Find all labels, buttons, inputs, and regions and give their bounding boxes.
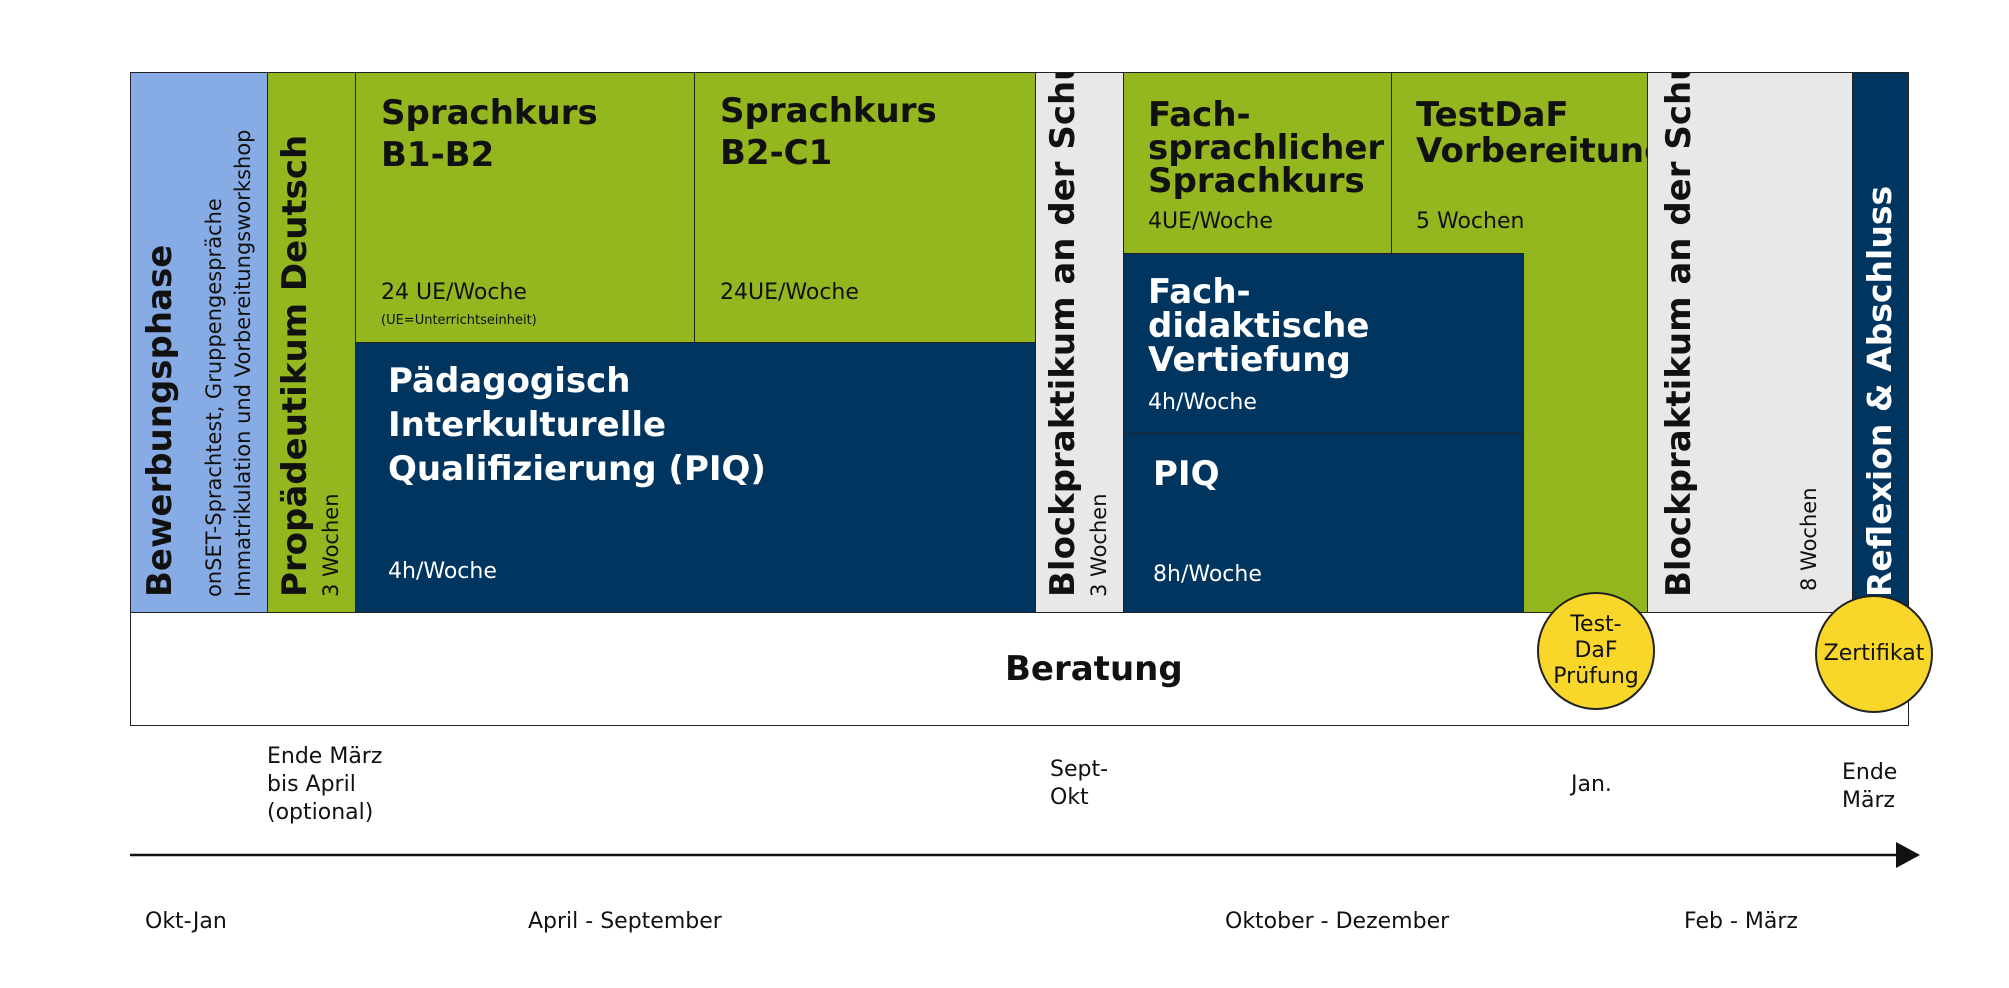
fachdidaktische-block: Fach- didaktische Vertiefung 4h/Woche — [1123, 253, 1524, 435]
sprachkurs-b1-title-line1: Sprachkurs — [381, 93, 598, 133]
fachdidaktische-line3: Vertiefung — [1148, 340, 1351, 380]
period-okt-jan: Okt-Jan — [145, 909, 227, 934]
blockpraktikum2-duration: 8 Wochen — [1797, 487, 1821, 591]
sprachkurs-b1-b2-block: Sprachkurs B1-B2 24 UE/Woche (UE=Unterri… — [355, 72, 696, 344]
timeline-point-ende-maerz2: Ende März — [1842, 760, 1898, 813]
bewerbungsphase-title: Bewerbungsphase — [140, 244, 180, 597]
bewerbungsphase-block: Bewerbungsphase onSET-Sprachtest, Gruppe… — [130, 72, 269, 613]
fachsprachlicher-line2: sprachlicher — [1148, 128, 1385, 168]
sprachkurs-b1-note: (UE=Unterrichtseinheit) — [381, 313, 537, 328]
sprachkurs-b2-title-line1: Sprachkurs — [720, 91, 937, 131]
sprachkurs-b1-title-line2: B1-B2 — [381, 135, 495, 175]
sprachkurs-b2-c1-block: Sprachkurs B2-C1 24UE/Woche — [694, 72, 1037, 344]
testdaf-pruefung-line1: Test- — [1570, 612, 1622, 637]
fachdidaktische-line1: Fach- — [1148, 272, 1251, 312]
sprachkurs-b2-hours: 24UE/Woche — [720, 280, 859, 305]
piq-main-line3: Qualifizierung (PIQ) — [388, 449, 766, 489]
bewerbungsphase-line1: onSET-Sprachtest, Gruppengespräche — [202, 198, 226, 597]
fachsprachlicher-line3: Sprachkurs — [1148, 161, 1365, 201]
testdaf-pruefung-milestone: Test- DaF Prüfung — [1537, 592, 1655, 710]
zertifikat-milestone: Zertifikat — [1815, 595, 1933, 713]
propaedeutikum-block: Propädeutikum Deutsch 3 Wochen — [267, 72, 357, 613]
testdaf-pruefung-line2: DaF — [1574, 638, 1618, 663]
fachsprachlicher-line1: Fach- — [1148, 95, 1251, 135]
piq-main-hours: 4h/Woche — [388, 559, 497, 584]
zertifikat-label: Zertifikat — [1823, 641, 1925, 666]
bewerbungsphase-line2: Immatrikulation und Vorbereitungsworksho… — [231, 129, 255, 598]
testdaf-pruefung-line3: Prüfung — [1553, 664, 1639, 689]
piq-small-title: PIQ — [1153, 454, 1220, 494]
propaedeutikum-duration: 3 Wochen — [319, 493, 343, 597]
testdaf-duration: 5 Wochen — [1416, 209, 1525, 234]
fachsprachlicher-block: Fach- sprachlicher Sprachkurs 4UE/Woche — [1123, 72, 1393, 255]
reflexion-title: Reflexion & Abschluss — [1860, 185, 1899, 597]
piq-main-line1: Pädagogisch — [388, 361, 631, 401]
beratung-label: Beratung — [1005, 649, 1183, 689]
blockpraktikum2-title: Blockpraktikum an der Schule — [1659, 72, 1699, 597]
piq-small-hours: 8h/Woche — [1153, 562, 1262, 587]
timeline-point-jan: Jan. — [1571, 772, 1612, 797]
piq-small-block: PIQ 8h/Woche — [1123, 433, 1524, 613]
testdaf-line2: Vorbereitung — [1416, 131, 1649, 171]
blockpraktikum1-duration: 3 Wochen — [1087, 493, 1111, 597]
propaedeutikum-title: Propädeutikum Deutsch — [275, 134, 315, 597]
blockpraktikum1-block: Blockpraktikum an der Schule 3 Wochen — [1035, 72, 1125, 613]
piq-main-block: Pädagogisch Interkulturelle Qualifizieru… — [355, 342, 1037, 613]
fachdidaktische-line2: didaktische — [1148, 306, 1370, 346]
sprachkurs-b1-hours: 24 UE/Woche — [381, 280, 527, 305]
period-oktober-dezember: Oktober - Dezember — [1225, 909, 1450, 934]
timeline-point-sept-okt: Sept- Okt — [1050, 757, 1109, 810]
sprachkurs-b2-title-line2: B2-C1 — [720, 133, 833, 173]
timeline-point-ende-maerz: Ende März bis April (optional) — [267, 744, 383, 825]
piq-main-line2: Interkulturelle — [388, 405, 667, 445]
fachdidaktische-hours: 4h/Woche — [1148, 390, 1257, 415]
period-feb-maerz: Feb - März — [1684, 909, 1798, 934]
blockpraktikum1-title: Blockpraktikum an der Schule — [1043, 72, 1083, 597]
testdaf-line1: TestDaF — [1416, 95, 1569, 135]
period-april-september: April - September — [528, 909, 722, 934]
blockpraktikum2-block: Blockpraktikum an der Schule 8 Wochen — [1647, 72, 1854, 613]
reflexion-block: Reflexion & Abschluss — [1852, 72, 1909, 613]
fachsprachlicher-hours: 4UE/Woche — [1148, 209, 1273, 234]
